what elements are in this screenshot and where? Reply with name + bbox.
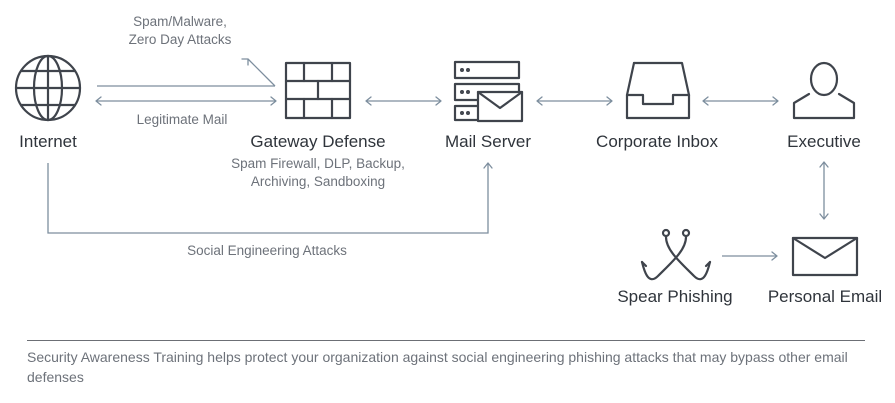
mailserver-inbox-connector (536, 96, 613, 106)
spam-malware-label: Spam/Malware, Zero Day Attacks (129, 13, 232, 49)
gateway-mailserver-connector (365, 96, 442, 106)
inbox-icon (625, 61, 691, 120)
gateway-detail-label: Spam Firewall, DLP, Backup, Archiving, S… (231, 155, 405, 191)
footer-divider (27, 340, 865, 341)
corporate-inbox-label: Corporate Inbox (596, 132, 718, 151)
phishing-email-connector (722, 251, 778, 261)
spam-attack-connector (97, 58, 276, 87)
fish-hook-icon (640, 228, 712, 281)
person-icon (792, 61, 856, 120)
spam-malware-line-1: Spam/Malware, (133, 14, 227, 29)
footer-caption: Security Awareness Training helps protec… (27, 349, 848, 385)
executive-personal-email-connector (819, 161, 829, 220)
gateway-detail-line-1: Spam Firewall, DLP, Backup, (231, 156, 405, 171)
globe-icon (14, 54, 82, 122)
gateway-detail-line-2: Archiving, Sandboxing (250, 174, 386, 189)
legitimate-mail-label: Legitimate Mail (136, 112, 228, 127)
spear-phishing-label: Spear Phishing (617, 287, 733, 306)
mail-server-label: Mail Server (445, 132, 531, 151)
internet-label: Internet (19, 132, 77, 151)
inbox-executive-connector (702, 96, 779, 106)
firewall-icon (284, 61, 352, 120)
legitimate-mail-connector (95, 96, 277, 106)
mail-server-icon (453, 60, 524, 123)
executive-label: Executive (787, 132, 861, 151)
spam-malware-line-2: Zero Day Attacks (128, 32, 232, 47)
envelope-icon (791, 236, 859, 277)
social-engineering-connector (47, 162, 493, 234)
social-engineering-label: Social Engineering Attacks (187, 243, 347, 258)
personal-email-label: Personal Email (767, 287, 883, 306)
gateway-defense-label: Gateway Defense (250, 132, 386, 151)
